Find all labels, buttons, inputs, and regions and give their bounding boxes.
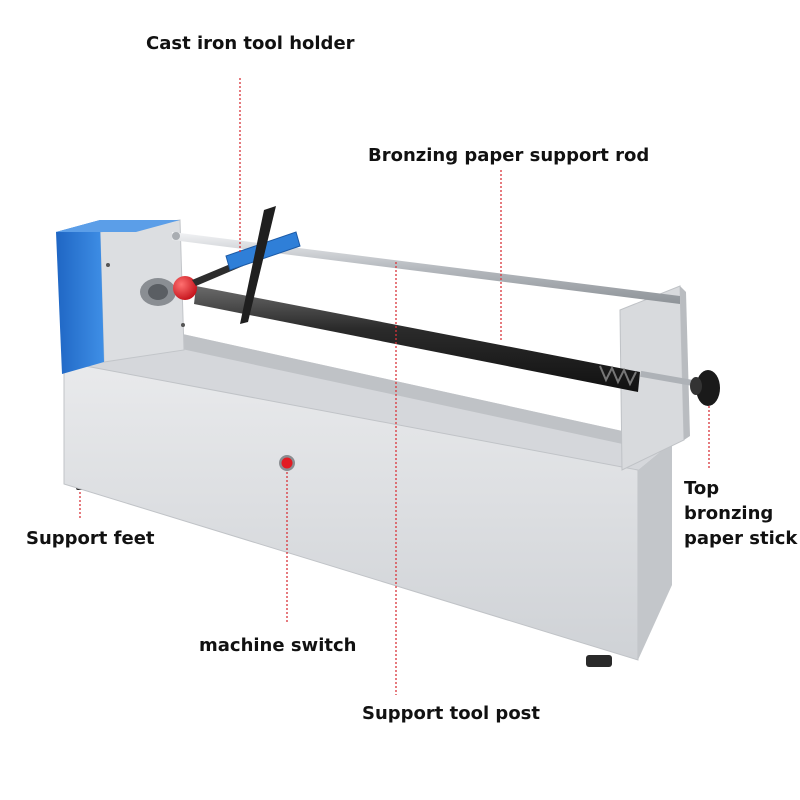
left-housing <box>56 219 185 374</box>
support-rod <box>172 232 680 304</box>
label-cast-iron-tool-holder: Cast iron tool holder <box>146 33 355 54</box>
red-knob <box>173 276 197 300</box>
leader-lines <box>79 78 710 695</box>
label-line-paper-stick: paper stick <box>684 528 798 549</box>
label-bronzing-paper-support-rod: Bronzing paper support rod <box>368 145 650 166</box>
bronzing-roller <box>194 286 640 392</box>
cast-iron-tool-holder <box>192 206 301 324</box>
base-housing <box>63 318 672 661</box>
label-top-bronzing-paper-stick: Top bronzing paper stick <box>684 476 797 551</box>
label-line-top: Top <box>684 478 720 499</box>
label-machine-switch: machine switch <box>199 635 357 656</box>
label-support-tool-post: Support tool post <box>362 703 541 724</box>
label-support-feet: Support feet <box>26 528 155 549</box>
machine-switch <box>279 455 295 471</box>
spindle-hub <box>140 278 176 306</box>
top-paper-stick-knob <box>640 370 720 406</box>
label-line-bronzing: bronzing <box>684 503 774 524</box>
